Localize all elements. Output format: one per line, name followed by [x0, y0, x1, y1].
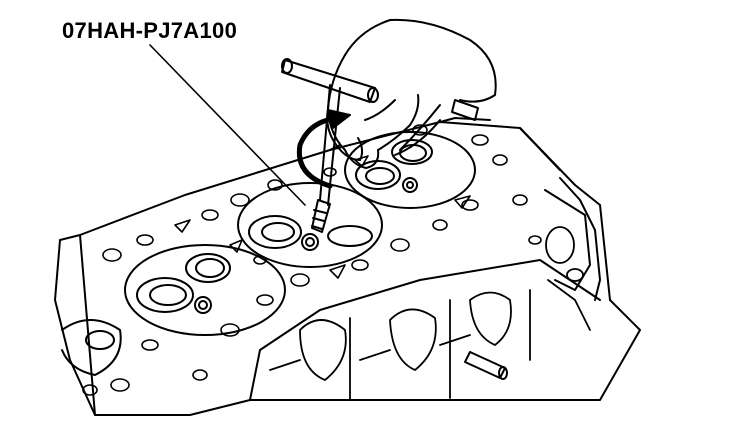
- combustion-chamber-4-partial: [61, 319, 122, 376]
- head-side-detail: [269, 226, 591, 401]
- combustion-chamber-2: [237, 182, 383, 268]
- rotation-arrow-icon: [296, 109, 351, 189]
- cylinder-head-outline: [54, 117, 641, 416]
- tool-handle-icon: [281, 58, 379, 233]
- hand-icon: [326, 18, 497, 169]
- callout-leader-line: [149, 44, 306, 206]
- dowel-pin: [464, 351, 508, 380]
- deck-stud: [451, 99, 479, 121]
- combustion-chamber-3: [344, 131, 476, 209]
- tool-part-number-label: 07HAH-PJ7A100: [62, 18, 238, 43]
- combustion-chamber-1: [124, 244, 286, 336]
- deck-holes: [82, 124, 542, 396]
